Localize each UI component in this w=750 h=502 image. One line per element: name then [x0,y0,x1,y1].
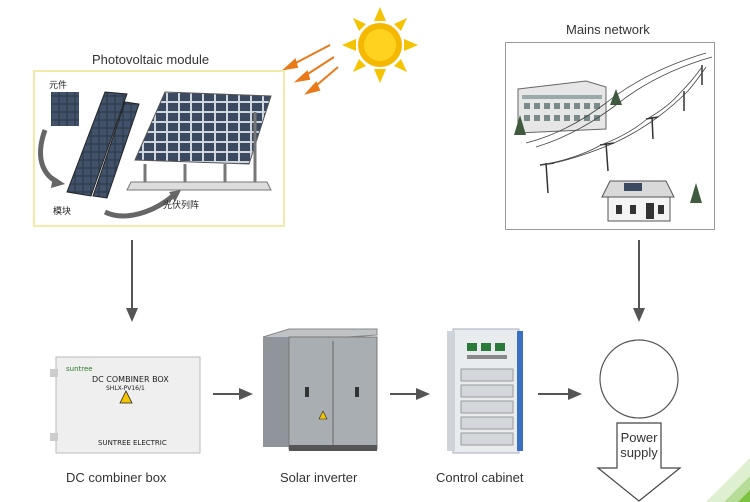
dc-combiner-box-label: DC combiner box [66,470,167,485]
inverter-to-cabinet-arrow [390,388,430,400]
pv-down-arrow [126,240,138,322]
mains-network-label: Mains network [566,22,650,37]
pv-cell-caption: 元件 [49,81,68,91]
dc-combiner-box-image: suntree DC COMBINER BOX SHLX-PV16/1 SUNT… [50,355,206,456]
control-cabinet-image [445,325,525,455]
combiner-maker: SUNTREE ELECTRIC [98,439,167,447]
pv-module-caption: 模块 [53,207,72,217]
combiner-model: SHLX-PV16/1 [106,385,145,392]
mains-down-arrow [633,240,645,322]
power-supply-circle [599,339,679,419]
solar-inverter-image [259,327,381,454]
corner-decoration [706,458,750,502]
power-supply-arrow [596,422,682,502]
solar-inverter-label: Solar inverter [280,470,358,485]
combiner-brand: suntree [66,365,93,373]
pv-module-image: 元件 模块 光伏列阵 [33,70,285,227]
cabinet-to-supply-arrow [538,388,582,400]
power-supply-label: Power supply [620,430,658,460]
pv-array-caption: 光伏列阵 [163,201,200,211]
control-cabinet-label: Control cabinet [436,470,524,485]
combiner-to-inverter-arrow [213,388,253,400]
sun-icon [281,7,418,95]
combiner-title: DC COMBINER BOX [92,375,169,384]
pv-module-label: Photovoltaic module [92,52,210,67]
mains-network-image [505,42,715,230]
